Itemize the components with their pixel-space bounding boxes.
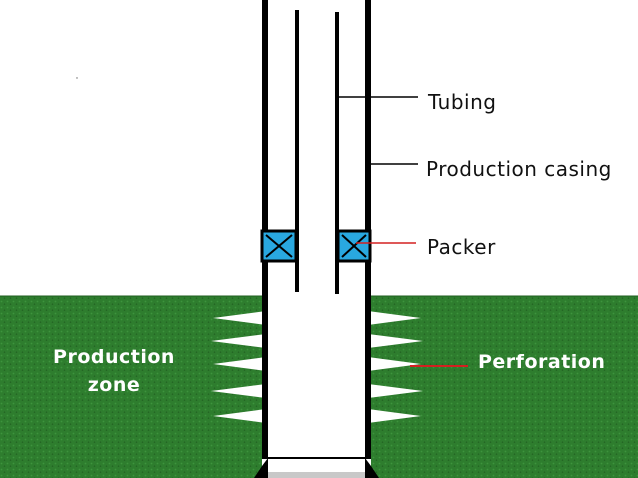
production-zone-line2: zone: [87, 374, 141, 396]
production-zone-line1: Production: [53, 346, 175, 368]
tubing-wall-right: [335, 12, 339, 294]
formation-right: [368, 296, 638, 478]
speck: [76, 77, 78, 79]
packer-left: [260, 229, 298, 263]
perforation-label: Perforation: [478, 351, 606, 373]
production-casing-label: Production casing: [426, 157, 612, 181]
packer-right: [336, 229, 372, 263]
production-zone-label: Production zone: [40, 343, 188, 399]
tubing-wall-left: [295, 10, 299, 292]
packer-label: Packer: [427, 235, 496, 259]
formation-left: [0, 296, 266, 478]
perforations-left: [211, 311, 266, 423]
well-base: [254, 457, 379, 478]
perforations-right: [368, 311, 423, 423]
tubing-label: Tubing: [428, 90, 497, 114]
